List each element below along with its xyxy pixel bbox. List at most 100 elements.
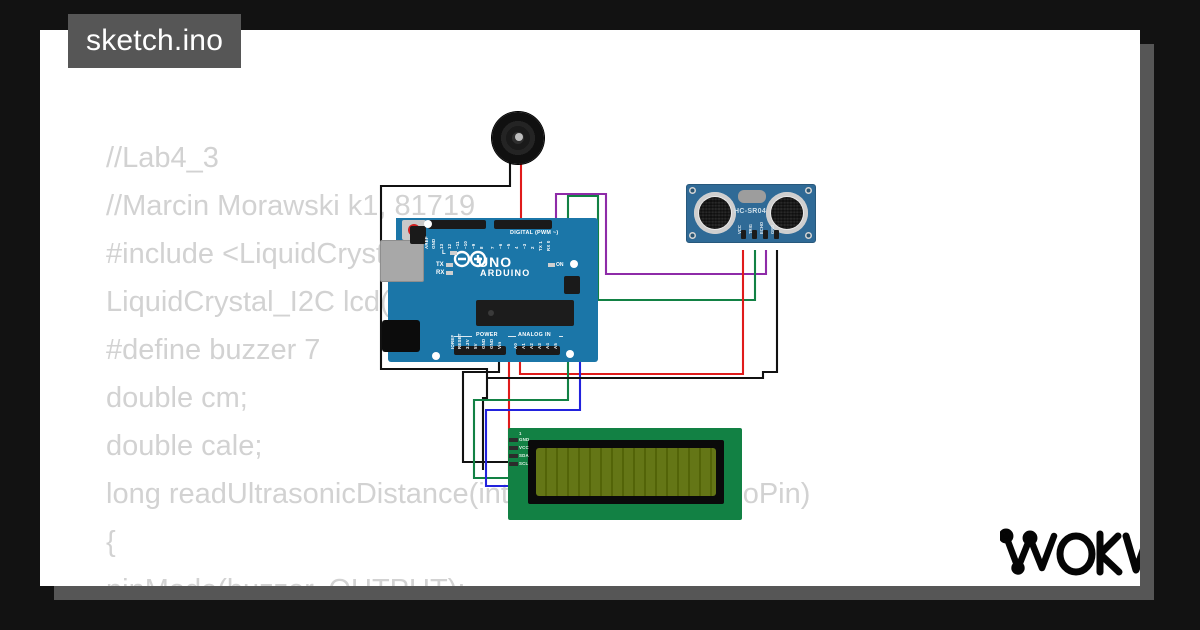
arduino-pin-label: Vin <box>497 341 502 349</box>
hc-sr04-transmitter <box>694 192 736 234</box>
arduino-pin-label: ~3 <box>522 243 527 249</box>
hc-sr04-pin-label: ECHO <box>759 221 764 234</box>
arduino-pin-label: ~10 <box>463 240 468 249</box>
arduino-pin-label: A2 <box>529 342 534 349</box>
arduino-pin-label: A1 <box>521 342 526 349</box>
file-tab-label: sketch.ino <box>86 24 224 57</box>
hc-sr04-pin-label: GND <box>770 224 775 234</box>
arduino-pin-label: A5 <box>553 342 558 349</box>
arduino-icsp2-header <box>410 226 426 244</box>
arduino-led-on-label: ON <box>556 262 564 268</box>
arduino-pin-label: RX 0 <box>546 240 551 251</box>
arduino-mount-hole <box>424 220 432 228</box>
wokwi-logo-svg <box>998 528 1140 576</box>
arduino-pin-label: 12 <box>447 243 452 249</box>
wokwi-logo <box>998 524 1140 585</box>
arduino-led-rx <box>446 271 453 275</box>
arduino-pin-label: ~9 <box>471 243 476 249</box>
arduino-pin-label: ~11 <box>455 241 460 249</box>
lcd-pin[interactable] <box>509 454 518 458</box>
arduino-led-tx-label: TX <box>436 262 444 268</box>
arduino-pin-label: RESET <box>457 333 462 349</box>
lcd-pin-label: SCL <box>519 461 529 466</box>
arduino-digital-header-right[interactable] <box>494 220 552 229</box>
hc-sr04-mount-hole <box>805 232 812 239</box>
arduino-pin-label: A3 <box>537 342 542 349</box>
arduino-led-rx-label: RX <box>436 270 445 276</box>
arduino-power-rule <box>508 336 516 337</box>
hc-sr04-pin[interactable] <box>763 230 768 239</box>
hc-sr04-mount-hole <box>805 187 812 194</box>
lcd1602-display[interactable]: 1 GND VCC SDA SCL <box>508 428 742 520</box>
file-tab-sketch-ino[interactable]: sketch.ino <box>68 14 242 68</box>
arduino-pin-label: A4 <box>545 342 550 349</box>
buzzer-component[interactable] <box>492 112 544 164</box>
arduino-power-rule <box>454 336 472 337</box>
arduino-pin-label: 7 <box>490 246 495 249</box>
arduino-analog-rule <box>559 336 563 337</box>
hc-sr04-crystal <box>738 190 766 203</box>
arduino-power-section-label: POWER <box>476 332 498 338</box>
arduino-pin-label: IOREF <box>450 334 455 349</box>
arduino-pin-label: 8 <box>479 246 484 249</box>
arduino-pin-label: 13 <box>439 243 444 249</box>
lcd-pin[interactable] <box>509 438 518 442</box>
hc-sr04-pin[interactable] <box>752 230 757 239</box>
arduino-uno-board[interactable]: UNO ARDUINO L TX RX ON DIGITAL (PWM ~) P… <box>366 214 598 366</box>
arduino-led-l-label: L <box>442 250 446 256</box>
arduino-pin-label: ~5 <box>506 243 511 249</box>
hc-sr04-transmitter-mesh <box>699 197 731 229</box>
arduino-infinity-logo <box>453 250 487 268</box>
arduino-pin-label: ~6 <box>498 243 503 249</box>
arduino-usb-notch <box>388 218 396 240</box>
arduino-mcu-chip <box>476 300 574 326</box>
wire-lcd-scl <box>484 356 582 488</box>
hc-sr04-pin-label: TRIG <box>748 223 753 234</box>
hc-sr04-mount-hole <box>689 232 696 239</box>
arduino-mount-hole <box>566 350 574 358</box>
arduino-pin-label: GND <box>481 338 486 349</box>
wire-trig <box>554 192 768 276</box>
lcd-pin-label: VCC <box>519 445 529 450</box>
wire-buzzer-gnd <box>379 160 512 470</box>
arduino-analog-section-label: ANALOG IN <box>518 332 551 338</box>
arduino-analog-header[interactable] <box>516 346 560 355</box>
hc-sr04-receiver <box>766 192 808 234</box>
wire-lcd-gnd <box>461 356 511 464</box>
hc-sr04-sensor[interactable]: HC-SR04 VCC TRIG ECHO GND <box>686 184 816 248</box>
lcd-pin-label: GND <box>519 437 530 442</box>
arduino-pin-label: 4 <box>514 246 519 249</box>
arduino-digital-header-left[interactable] <box>428 220 486 229</box>
arduino-pin-label: AREF <box>424 236 429 249</box>
hc-sr04-pin[interactable] <box>774 230 779 239</box>
lcd-pin[interactable] <box>509 462 518 466</box>
lcd-screen <box>536 448 716 496</box>
arduino-mount-hole <box>570 260 578 268</box>
arduino-pin-label: TX 1 <box>538 240 543 251</box>
arduino-model-label: UNO <box>478 254 513 270</box>
hc-sr04-receiver-mesh <box>771 197 803 229</box>
arduino-brand-label: ARDUINO <box>480 268 531 278</box>
hc-sr04-pin[interactable] <box>741 230 746 239</box>
arduino-mount-hole <box>432 352 440 360</box>
hc-sr04-pin-label: VCC <box>737 225 742 234</box>
arduino-power-header[interactable] <box>454 346 506 355</box>
lcd-pin[interactable] <box>509 446 518 450</box>
arduino-digital-section-label: DIGITAL (PWM ~) <box>510 230 559 236</box>
wire-gnd-return <box>487 250 779 380</box>
wire-us-vcc <box>518 250 745 376</box>
lcd-pin-label: SDA <box>519 453 529 458</box>
wire-echo <box>566 194 757 302</box>
arduino-led-tx <box>446 263 453 267</box>
arduino-pin-label: A0 <box>513 342 518 349</box>
arduino-pin-label: 2 <box>530 246 535 249</box>
arduino-led-l <box>450 251 457 255</box>
buzzer-vent-hole <box>515 133 523 141</box>
lcd-pin1-number: 1 <box>519 431 522 436</box>
arduino-power-jack <box>382 320 420 352</box>
hc-sr04-mount-hole <box>689 187 696 194</box>
arduino-pin-label: 3.3V <box>465 339 470 349</box>
